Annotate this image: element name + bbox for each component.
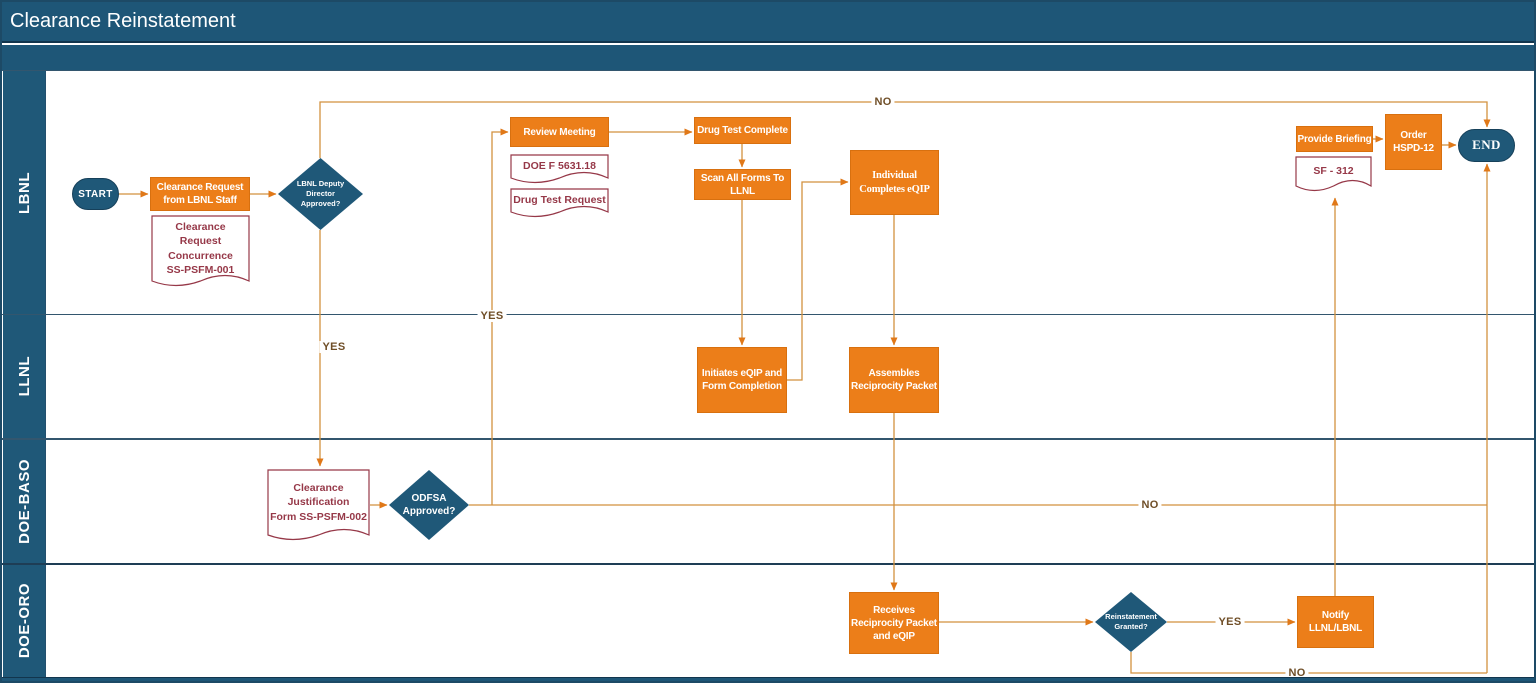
node-label: Initiates eQIP and Form Completion: [701, 368, 783, 392]
lane-label-llnl: LLNL: [15, 356, 33, 397]
node-label: Order HSPD-12: [1393, 130, 1434, 154]
lane-strip-doe-oro: DOE-ORO: [3, 565, 46, 677]
node-provide-briefing[interactable]: Provide Briefing: [1296, 126, 1373, 152]
node-label: Reinstatement Granted?: [1105, 612, 1157, 631]
node-label: Receives Reciprocity Packet and eQIP: [851, 604, 937, 642]
node-receives-reciprocity-packet-and-eqip[interactable]: Receives Reciprocity Packet and eQIP: [849, 592, 939, 654]
node-label: Scan All Forms To LLNL: [700, 172, 785, 197]
node-scan-all-forms-to-llnl[interactable]: Scan All Forms To LLNL: [694, 169, 791, 200]
edge-label-yes: YES: [1215, 616, 1245, 628]
node-drug-test-request[interactable]: Drug Test Request: [510, 188, 609, 222]
node-doe-f-5631-18[interactable]: DOE F 5631.18: [510, 154, 609, 188]
pool-header-band: [2, 45, 1534, 70]
lane-label-doe-oro: DOE-ORO: [15, 583, 33, 659]
document-shape: [1295, 156, 1372, 192]
node-individual-completes-eqip[interactable]: Individual Completes eQIP: [850, 150, 939, 215]
node-label: Clearance Justification Form SS-PSFM-002: [270, 482, 367, 523]
title-bar: Clearance Reinstatement: [2, 2, 1534, 43]
node-drug-test-complete[interactable]: Drug Test Complete: [694, 117, 791, 144]
node-initiates-eqip-and-form-completion[interactable]: Initiates eQIP and Form Completion: [697, 347, 787, 413]
edge-label-no: NO: [871, 96, 895, 108]
node-label: START: [78, 188, 113, 200]
node-label: Assembles Reciprocity Packet: [851, 368, 937, 392]
pool-footer-band: [2, 677, 1534, 681]
node-label: SF - 312: [1313, 165, 1354, 178]
node-label: Individual Completes eQIP: [859, 169, 930, 195]
node-label: LBNL Deputy Director Approved?: [296, 179, 345, 208]
document-shape: [510, 188, 609, 218]
edge-label-yes: YES: [319, 341, 349, 353]
node-clearance-request-from-lbnl-staff[interactable]: Clearance Request from LBNL Staff: [150, 177, 250, 211]
edge-label-no: NO: [1138, 499, 1162, 511]
node-label: END: [1472, 137, 1501, 153]
lane-doe-baso: DOE-BASO: [2, 438, 1534, 563]
lane-label-lbnl: LBNL: [15, 171, 33, 214]
edge-label-yes: YES: [477, 310, 507, 322]
page-title: Clearance Reinstatement: [10, 10, 236, 32]
document-shape: [267, 469, 370, 541]
node-label: Clearance Request Concurrence SS-PSFM-00…: [166, 221, 235, 276]
node-notify-llnl-lbnl[interactable]: Notify LLNL/LBNL: [1297, 596, 1374, 648]
lane-label-doe-baso: DOE-BASO: [15, 459, 33, 544]
node-clearance-request-concurrence[interactable]: Clearance Request Concurrence SS-PSFM-00…: [151, 215, 250, 291]
node-sf-312[interactable]: SF - 312: [1295, 156, 1372, 196]
lane-strip-lbnl: LBNL: [3, 71, 46, 314]
node-order-hspd-12[interactable]: Order HSPD-12: [1385, 114, 1442, 170]
document-shape: [151, 215, 250, 287]
node-label: ODFSA Approved?: [402, 493, 456, 517]
document-shape: [510, 154, 609, 184]
node-end[interactable]: END: [1458, 129, 1515, 162]
node-label: DOE F 5631.18: [523, 160, 596, 173]
node-label: Drug Test Complete: [697, 125, 788, 136]
node-label: Provide Briefing: [1297, 133, 1372, 145]
lane-strip-doe-baso: DOE-BASO: [3, 440, 46, 563]
node-assembles-reciprocity-packet[interactable]: Assembles Reciprocity Packet: [849, 347, 939, 413]
node-clearance-justification-form[interactable]: Clearance Justification Form SS-PSFM-002: [267, 469, 370, 545]
lane-strip-llnl: LLNL: [3, 315, 46, 438]
node-label: Notify LLNL/LBNL: [1308, 610, 1363, 634]
node-start[interactable]: START: [72, 178, 119, 210]
node-label: Review Meeting: [523, 126, 596, 138]
edge-label-no: NO: [1285, 667, 1309, 679]
node-review-meeting[interactable]: Review Meeting: [510, 117, 609, 147]
node-label: Clearance Request from LBNL Staff: [156, 182, 244, 206]
node-label: Drug Test Request: [513, 194, 606, 207]
